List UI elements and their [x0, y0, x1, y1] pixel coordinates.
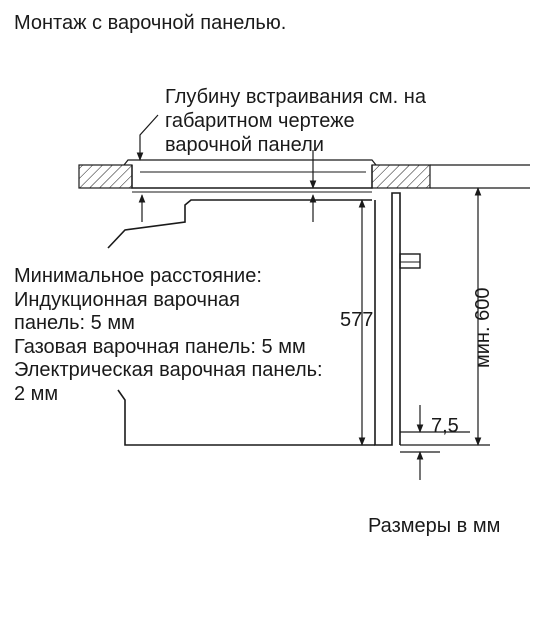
oven-top — [107, 199, 372, 249]
oven-door — [374, 192, 401, 446]
page-title: Монтаж с варочной панелью. — [14, 12, 287, 34]
oven-bottom — [117, 389, 375, 446]
units-note: Размеры в мм — [368, 515, 501, 537]
min-distance-line: 2 мм — [14, 382, 59, 405]
worktop-left — [78, 164, 133, 189]
min-distance-line: Электрическая варочная панель: — [14, 359, 323, 381]
dim-600-label: мин. 600 — [472, 288, 494, 368]
depth-note-line: варочной панели — [165, 134, 324, 156]
hob-body — [131, 165, 373, 189]
depth-note-leader — [136, 114, 159, 161]
dim-7-5-label: 7,5 — [431, 415, 459, 437]
min-distance-line: Газовая варочная панель: 5 мм — [14, 335, 306, 358]
depth-note-line: габаритном чертеже — [165, 110, 355, 132]
min-distance-note: Минимальное расстояние: Индукционная вар… — [14, 265, 323, 406]
dim-577-label: 577 — [340, 309, 373, 331]
worktop-right — [371, 164, 431, 189]
hob-outline — [123, 159, 377, 166]
knob — [399, 253, 421, 269]
min-distance-line: панель: 5 мм — [14, 312, 135, 334]
depth-note: Глубину встраивания см. на габаритном че… — [165, 85, 426, 157]
depth-note-line: Глубину встраивания см. на — [165, 86, 426, 108]
min-distance-line: Минимальное расстояние: — [14, 265, 262, 287]
min-distance-line: Индукционная варочная — [14, 288, 240, 311]
